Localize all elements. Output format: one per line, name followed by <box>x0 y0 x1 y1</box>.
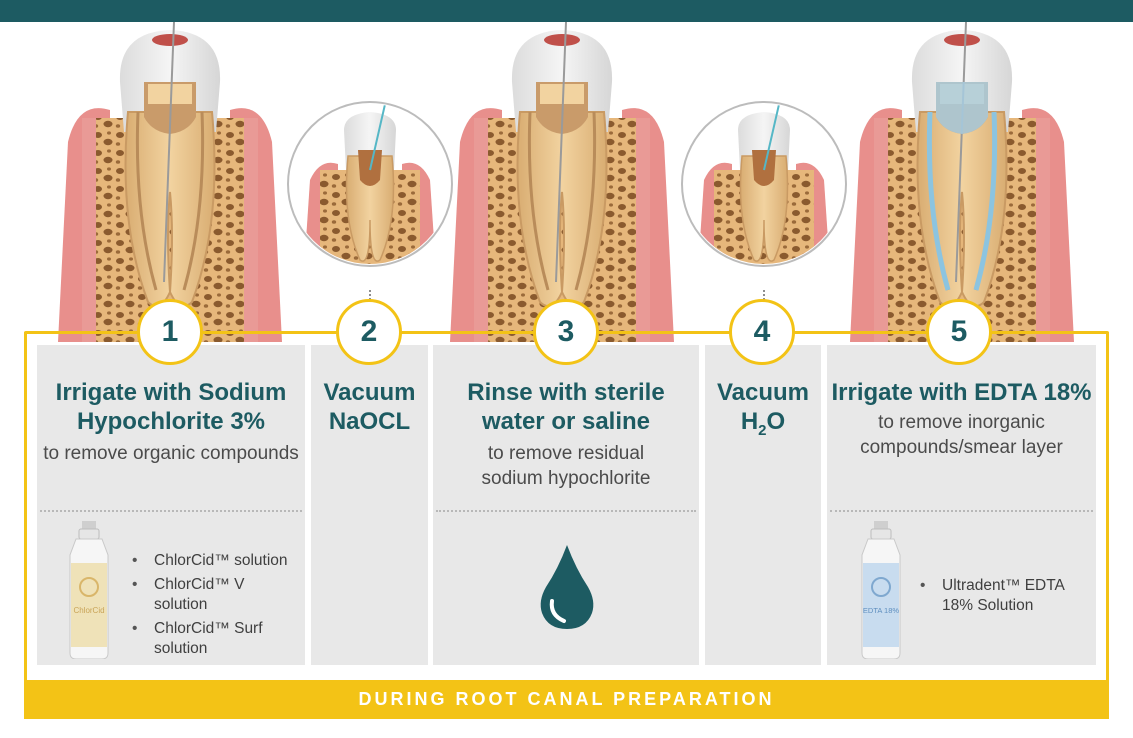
step-desc-3-line1: to remove residual <box>487 443 645 464</box>
step-desc-1: to remove organic compounds <box>43 443 299 464</box>
h2o-subscript: 2 <box>758 421 767 439</box>
step-title-4-line2: H2O <box>705 407 821 445</box>
tooth-illustration-step-3 <box>448 22 676 342</box>
panel-step-2 <box>311 345 428 665</box>
step-1-product-list: ChlorCid™ solution ChlorCid™ V solution … <box>130 551 300 663</box>
step-desc-3: to remove residual sodium hypochlorite <box>433 441 699 491</box>
step-number-1: 1 <box>137 299 203 365</box>
footer-banner: DURING ROOT CANAL PREPARATION <box>24 680 1109 719</box>
step-number-3: 3 <box>533 299 599 365</box>
step-title-1: Irrigate with Sodium Hypochlorite 3% <box>37 378 305 436</box>
product-item: Ultradent™ EDTA 18% Solution <box>918 576 1078 616</box>
step-title-2: Vacuum NaOCL <box>311 378 428 436</box>
step-title-4: Vacuum H2O <box>705 378 821 445</box>
step-title-2-line2: NaOCL <box>328 408 411 435</box>
top-banner <box>0 0 1133 22</box>
step-title-5: Irrigate with EDTA 18% <box>831 379 1092 406</box>
separator-step-3 <box>436 510 696 512</box>
separator-step-1 <box>40 510 302 512</box>
step-number-5: 5 <box>926 299 992 365</box>
step-5-product-list: Ultradent™ EDTA 18% Solution <box>918 576 1078 620</box>
h2o-o: O <box>766 408 786 435</box>
step-title-4-line1: Vacuum <box>716 379 810 406</box>
step-title-3: Rinse with sterile water or saline <box>433 378 699 436</box>
tooth-detail-step-4 <box>680 100 848 268</box>
edta-bottle-label: EDTA 18% <box>863 606 899 615</box>
chlorcid-bottle-label: ChlorCid <box>73 606 104 615</box>
step-title-1-line1: Irrigate with Sodium <box>55 379 287 406</box>
panel-step-4 <box>705 345 821 665</box>
tooth-detail-step-2 <box>286 100 454 268</box>
tooth-illustration-step-1 <box>56 22 284 342</box>
h2o-h: H <box>740 408 759 435</box>
step-desc-5: to remove inorganic compounds/smear laye… <box>827 410 1096 460</box>
water-drop-icon <box>540 545 594 629</box>
tooth-illustration-step-5 <box>848 22 1076 342</box>
edta-bottle-image: EDTA 18% <box>861 521 901 659</box>
step-title-1-line2: Hypochlorite 3% <box>76 408 266 435</box>
step-desc-5-line2: compounds/smear layer <box>860 437 1063 458</box>
step-number-4: 4 <box>729 299 795 365</box>
separator-step-5 <box>830 510 1093 512</box>
step-desc-5-line1: to remove inorganic <box>878 412 1045 433</box>
step-desc-3-line2: sodium hypochlorite <box>481 468 651 489</box>
chlorcid-bottle-image: ChlorCid <box>69 521 109 659</box>
product-item: ChlorCid™ Surf solution <box>130 619 300 659</box>
step-title-3-line1: Rinse with sterile <box>467 379 665 406</box>
tooth-illustrations <box>0 22 1133 342</box>
step-number-2: 2 <box>336 299 402 365</box>
product-item: ChlorCid™ solution <box>130 551 300 571</box>
step-title-2-line1: Vacuum <box>323 379 416 406</box>
product-item: ChlorCid™ V solution <box>130 575 300 615</box>
step-title-3-line2: water or saline <box>481 408 651 435</box>
